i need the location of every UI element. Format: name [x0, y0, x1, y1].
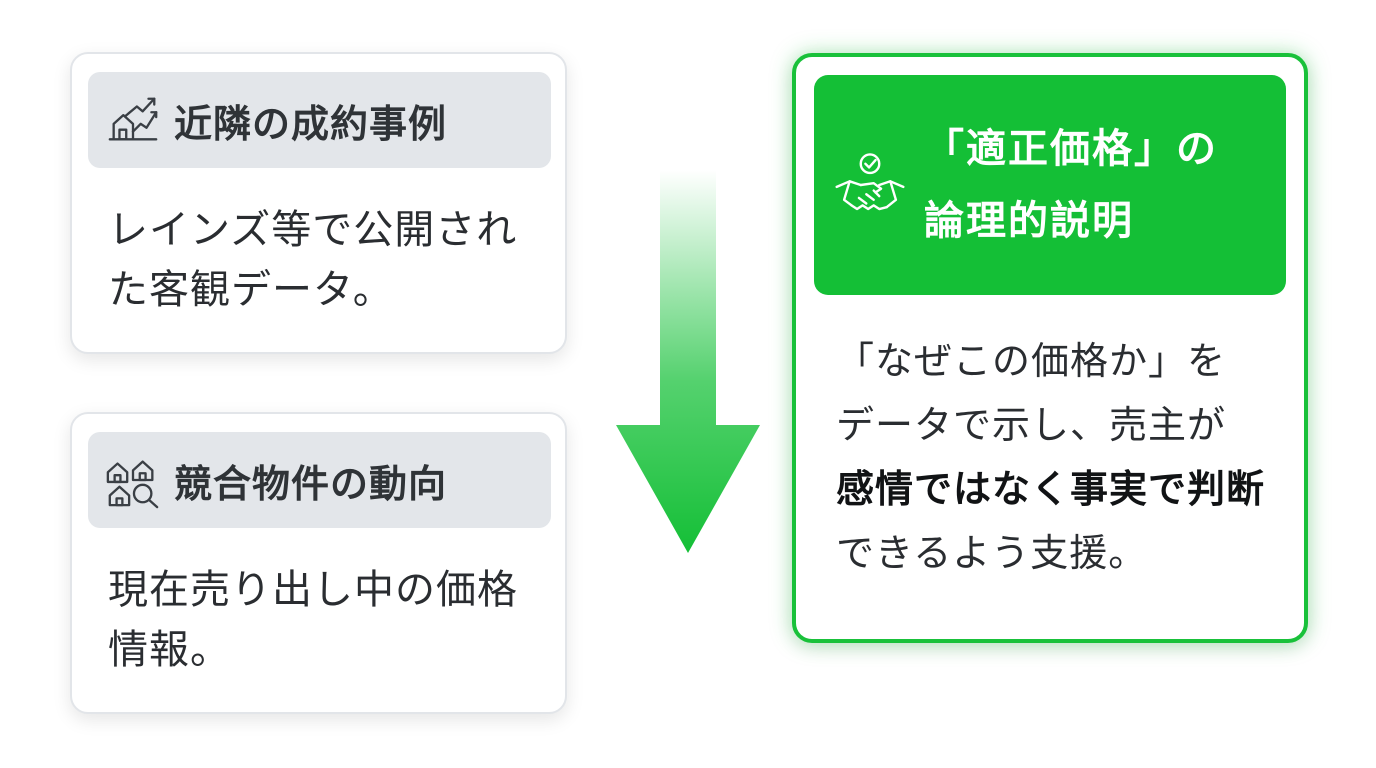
description-line: た客観データ。: [108, 267, 394, 313]
card-title: 競合物件の動向: [174, 461, 448, 506]
card-description: レインズ等で公開され た客観データ。: [108, 200, 548, 320]
card-title: 近隣の成約事例: [174, 101, 448, 146]
description-line: 現在売り出し中の価格: [108, 567, 518, 613]
comparable-sales-header: 近隣の成約事例: [88, 72, 551, 168]
competing-listings-header: 競合物件の動向: [88, 432, 551, 528]
description-emphasis: 感情ではなく事実で判断: [836, 467, 1266, 511]
comparable-sales-card: 近隣の成約事例 レインズ等で公開され た客観データ。: [70, 52, 567, 354]
description-line: できるよう支援。: [836, 531, 1148, 575]
description-line: データで示し、売主が: [836, 403, 1227, 447]
handshake-check-icon: [830, 145, 910, 225]
fair-price-description: 「なぜこの価格か」を データで示し、売主が 感情ではなく事実で判断 できるよう支…: [836, 329, 1286, 585]
houses-search-icon: [102, 449, 164, 511]
description-line: 「なぜこの価格か」を: [836, 339, 1227, 383]
description-line: レインズ等で公開され: [108, 207, 518, 253]
fair-price-explanation-card: 「適正価格」の 論理的説明 「なぜこの価格か」を データで示し、売主が 感情では…: [792, 53, 1308, 643]
title-line: 論理的説明: [924, 198, 1134, 244]
card-description: 現在売り出し中の価格 情報。: [108, 560, 548, 680]
title-line: 「適正価格」の: [924, 126, 1218, 172]
description-line: 情報。: [108, 627, 231, 673]
fair-price-header: 「適正価格」の 論理的説明: [814, 75, 1286, 295]
competing-listings-card: 競合物件の動向 現在売り出し中の価格 情報。: [70, 412, 567, 714]
down-arrow-icon: [616, 170, 760, 553]
fair-price-title: 「適正価格」の 論理的説明: [924, 113, 1218, 257]
house-chart-icon: [102, 89, 164, 151]
